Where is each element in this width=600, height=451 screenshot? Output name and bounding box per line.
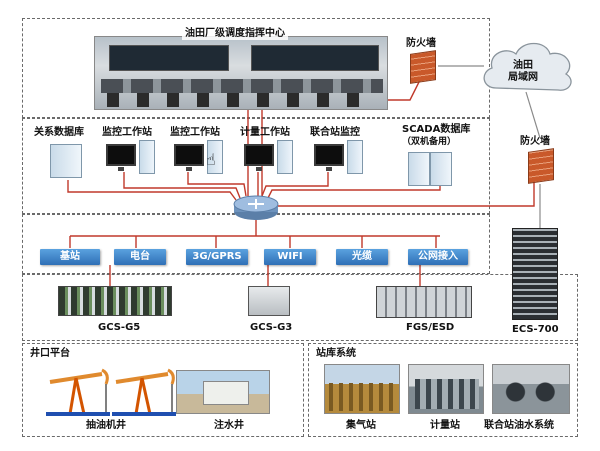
joint-station-tanks (499, 379, 565, 405)
tag-wifi: WIFI (264, 249, 316, 265)
joint-station-monitor-label: 联合站监控 (310, 127, 360, 138)
monitor-station-2-icon (174, 144, 204, 171)
wellhead-region (22, 343, 304, 437)
injection-house (203, 381, 249, 405)
metering-station-image (408, 364, 484, 414)
firewall-top-icon (410, 50, 436, 84)
monitor-station-1-icon (106, 144, 136, 171)
station-region (308, 343, 578, 437)
console-desks (101, 79, 383, 93)
pump-jack-icon-2 (112, 368, 176, 416)
scada-server-2-icon (430, 152, 452, 186)
cloud-icon (483, 42, 572, 91)
gcs-g3-label: GCS-G3 (250, 322, 293, 333)
dispatch-region (22, 18, 490, 118)
router-icon (233, 195, 279, 220)
joint-station-label: 联合站油水系统 (484, 420, 554, 431)
hand-cursor-icon: ☝ (206, 150, 216, 169)
tag-base-station: 基站 (40, 249, 100, 265)
tag-public-network: 公网接入 (408, 249, 468, 265)
gas-station-pipes (329, 383, 397, 411)
fgs-esd-device (376, 286, 472, 318)
cloud-label-line2: 局域网 (508, 72, 538, 83)
ecs-700-cabinet (512, 228, 558, 320)
ecs-700-label: ECS-700 (512, 324, 559, 335)
gcs-g5-device (58, 286, 172, 316)
monitor-station-1-tower (139, 140, 155, 174)
firewall-right-label: 防火墙 (520, 136, 550, 147)
wellhead-platform-title: 井口平台 (30, 348, 70, 359)
scada-server-1-icon (408, 152, 430, 186)
metering-station-tower (277, 140, 293, 174)
gas-station-label: 集气站 (346, 420, 376, 431)
joint-station-image (492, 364, 570, 414)
video-wall-right (251, 45, 379, 71)
station-system-title: 站库系统 (316, 348, 356, 359)
pump-well-label: 抽油机井 (86, 420, 126, 431)
field-control-region (22, 274, 578, 341)
firewall-top-label: 防火墙 (406, 38, 436, 49)
pump-jack-icon-1 (46, 368, 110, 416)
injection-well-image (176, 370, 270, 414)
metering-station-label: 计量工作站 (240, 127, 290, 138)
joint-station-monitor-tower (347, 140, 363, 174)
control-room-image (94, 36, 388, 110)
dispatch-center-title: 油田厂级调度指挥中心 (182, 28, 288, 40)
metering-station-icon (244, 144, 274, 171)
gcs-g3-device (248, 286, 290, 316)
gas-station-image (324, 364, 400, 414)
joint-station-monitor-icon (314, 144, 344, 171)
monitor-station-1-label: 监控工作站 (102, 127, 152, 138)
relational-db-server-icon (50, 144, 82, 178)
metering-station-photo-label: 计量站 (430, 420, 460, 431)
gcs-g5-label: GCS-G5 (98, 322, 141, 333)
fgs-esd-label: FGS/ESD (406, 322, 455, 333)
cloud-label-line1: 油田 (513, 60, 533, 71)
relational-db-label: 关系数据库 (34, 127, 84, 138)
monitor-station-2-tower (207, 140, 223, 174)
tag-fiber: 光缆 (336, 249, 388, 265)
scada-db-sublabel: （双机备用） (402, 137, 457, 147)
scada-db-label: SCADA数据库 (402, 124, 471, 135)
firewall-right-icon (528, 148, 554, 184)
video-wall-left (109, 45, 229, 71)
tag-radio: 电台 (114, 249, 166, 265)
monitor-station-2-label: 监控工作站 (170, 127, 220, 138)
chairs (107, 93, 377, 107)
metering-station-equipment (415, 379, 479, 409)
injection-well-label: 注水井 (214, 420, 244, 431)
tag-3g-gprs: 3G/GPRS (186, 249, 248, 265)
